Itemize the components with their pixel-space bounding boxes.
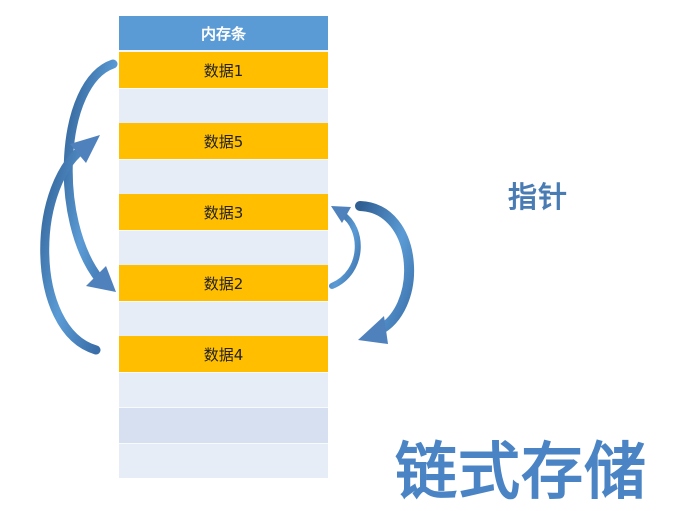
- link-arrow-3-to-4: [355, 201, 415, 344]
- diagram-title: 链式存储: [395, 435, 648, 508]
- memory-cell-data-2: 数据2: [119, 265, 328, 301]
- memory-header: 内存条: [119, 16, 328, 50]
- link-arrow-2-to-3: [329, 206, 361, 289]
- cell-label: 数据1: [203, 61, 244, 80]
- memory-cell-empty: [119, 407, 328, 443]
- memory-cell-empty: [119, 372, 328, 408]
- memory-cell-empty: [119, 443, 328, 478]
- memory-cell-data-3: 数据3: [119, 194, 328, 230]
- cell-label: 数据2: [203, 274, 244, 293]
- memory-cell-data-5: 数据5: [119, 123, 328, 159]
- link-arrow-1-to-2: [63, 59, 118, 292]
- memory-cell-data-1: 数据1: [119, 52, 328, 88]
- pointer-label: 指针: [508, 180, 569, 214]
- cell-label: 数据4: [203, 345, 244, 364]
- memory-cell-empty: [119, 88, 328, 124]
- memory-cell-empty: [119, 230, 328, 266]
- memory-strip: 内存条 数据1 数据5 数据3 数据2 数据4: [119, 16, 328, 478]
- memory-cell-empty: [119, 301, 328, 337]
- memory-cell-empty: [119, 159, 328, 195]
- memory-cell-data-4: 数据4: [119, 336, 328, 372]
- cell-label: 数据3: [203, 203, 244, 222]
- link-arrow-4-to-5: [40, 135, 101, 355]
- cell-label: 数据5: [203, 132, 244, 151]
